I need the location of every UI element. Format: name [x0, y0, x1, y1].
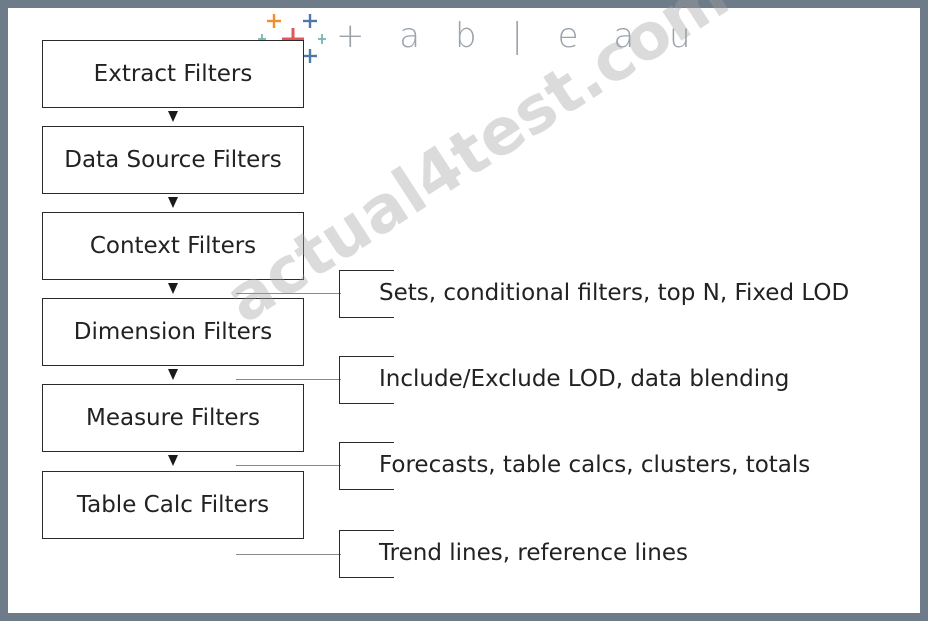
data-source-filters-box: Data Source Filters — [42, 126, 304, 194]
diagram-canvas: + a b | e a u Extract Filters Data Sourc… — [8, 0, 920, 613]
extract-filters-box: Extract Filters — [42, 40, 304, 108]
dimension-filters-label: Dimension Filters — [73, 319, 273, 345]
note-bracket — [339, 356, 394, 404]
data-source-filters-label: Data Source Filters — [64, 147, 282, 173]
extract-filters-label: Extract Filters — [93, 61, 253, 87]
measure-filters-label: Measure Filters — [85, 405, 260, 431]
context-filters-label: Context Filters — [89, 233, 257, 259]
table-calc-filters-label: Table Calc Filters — [76, 492, 270, 518]
connector-line — [236, 554, 341, 555]
note-forecasts: Forecasts, table calcs, clusters, totals — [379, 452, 811, 478]
note-trend-lines: Trend lines, reference lines — [379, 540, 688, 566]
note-bracket — [339, 442, 394, 490]
tableau-logo: + a b | e a u — [258, 12, 691, 70]
arrow-down-icon — [168, 369, 178, 380]
context-filters-box: Context Filters — [42, 212, 304, 280]
tableau-cross-icon — [258, 14, 326, 68]
tableau-wordmark: + a b | e a u — [336, 16, 703, 56]
connector-line — [236, 379, 341, 380]
note-bracket — [339, 530, 394, 578]
arrow-down-icon — [168, 111, 178, 122]
arrow-down-icon — [168, 455, 178, 466]
arrow-down-icon — [168, 283, 178, 294]
arrow-down-icon — [168, 197, 178, 208]
connector-line — [236, 293, 341, 294]
dimension-filters-box: Dimension Filters — [42, 298, 304, 366]
connector-line — [236, 465, 341, 466]
note-include-exclude: Include/Exclude LOD, data blending — [379, 366, 790, 392]
measure-filters-box: Measure Filters — [42, 384, 304, 452]
note-sets-conditional: Sets, conditional filters, top N, Fixed … — [379, 280, 850, 306]
note-bracket — [339, 270, 394, 318]
table-calc-filters-box: Table Calc Filters — [42, 471, 304, 539]
